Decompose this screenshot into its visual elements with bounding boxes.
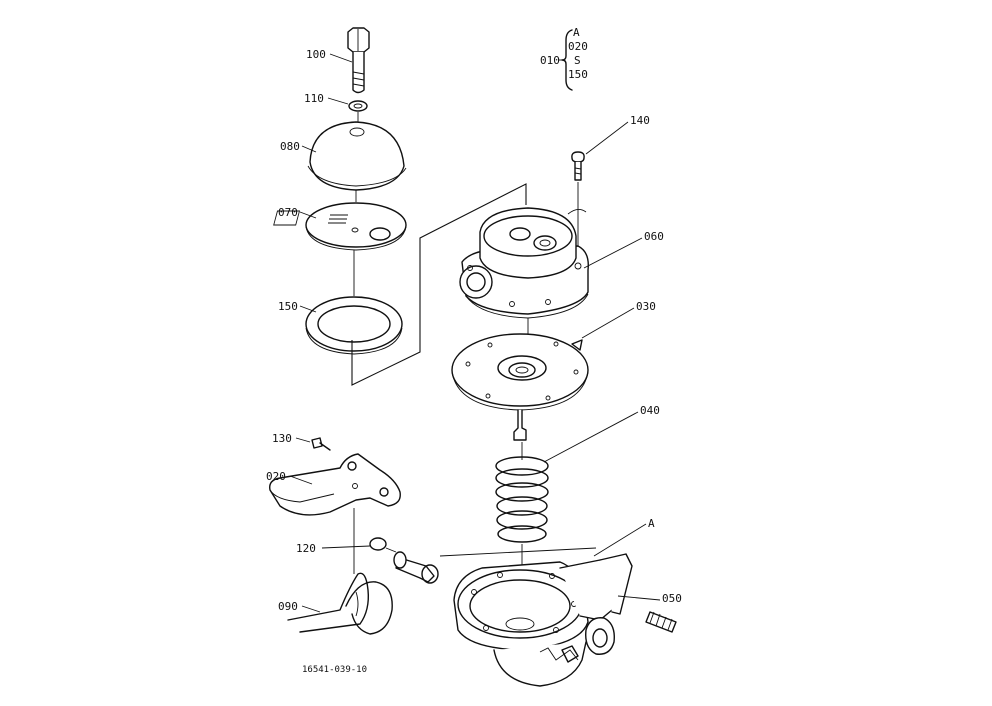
callout-120: 120 (296, 542, 316, 555)
rocker-pin (393, 551, 439, 584)
part-120-o-ring (369, 537, 387, 551)
alignment-bracket (351, 183, 527, 386)
part-030-diaphragm (451, 333, 589, 411)
callout-110: 110 (304, 92, 324, 105)
part-020-rocker-arm (269, 453, 401, 516)
part-050-plug (645, 611, 677, 633)
callout-100: 100 (306, 48, 326, 61)
callout-090: 090 (278, 600, 298, 613)
legend-brace (558, 29, 573, 91)
part-040-spring (495, 456, 549, 543)
callout-040: 040 (640, 404, 660, 417)
part-090-wire-spring (287, 572, 393, 635)
legend-group: 010 (540, 54, 560, 67)
legend-first: 020 (568, 40, 588, 53)
part-100-bolt (347, 27, 370, 94)
callout-070: 070 (278, 206, 298, 219)
callout-A: A (648, 517, 655, 530)
part-150-gasket (305, 296, 403, 355)
callout-140: 140 (630, 114, 650, 127)
part-110-washer (348, 100, 368, 112)
legend-top: A (573, 26, 580, 39)
lower-pump-body (453, 553, 633, 687)
leader-lines (289, 53, 661, 613)
drawing-number: 16541-039-10 (302, 665, 367, 675)
callout-150: 150 (278, 300, 298, 313)
callout-030: 030 (636, 300, 656, 313)
callout-020: 020 (266, 470, 286, 483)
pull-rod (513, 409, 527, 441)
part-140-screw (571, 151, 585, 181)
callout-080: 080 (280, 140, 300, 153)
part-070-valve-plate (273, 202, 407, 251)
legend-last: 150 (568, 68, 588, 81)
legend-range: S (574, 54, 581, 67)
part-080-dome-cover (307, 121, 407, 191)
callout-060: 060 (644, 230, 664, 243)
callout-050: 050 (662, 592, 682, 605)
part-130-screw (311, 437, 331, 451)
part-060-upper-body (459, 207, 589, 319)
callout-130: 130 (272, 432, 292, 445)
